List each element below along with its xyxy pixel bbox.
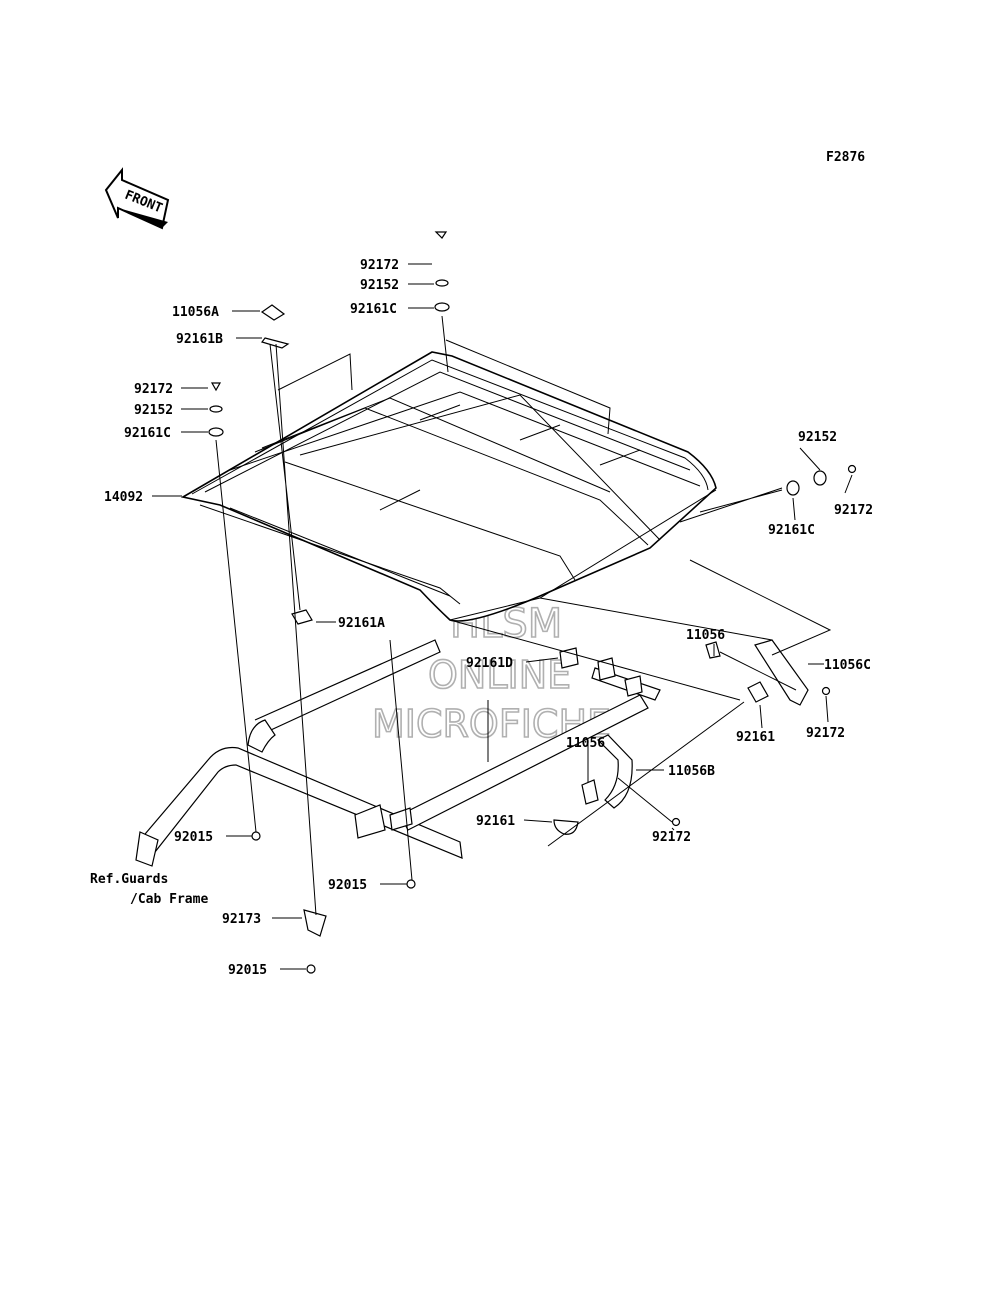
callout-label: 11056C	[824, 658, 871, 673]
bracket-icon	[596, 734, 633, 809]
callout-label: 92172	[806, 726, 845, 741]
roof-panel-drawing	[180, 351, 717, 622]
grommet-icon	[786, 480, 800, 496]
callout-label: 92015	[174, 830, 213, 845]
bolt-icon	[434, 231, 448, 239]
clamp-icon	[303, 909, 327, 937]
callout-label: 14092	[104, 490, 143, 505]
bracket-icon	[705, 641, 721, 659]
callout-label: 92161C	[124, 426, 171, 441]
callout-label: 92161C	[350, 302, 397, 317]
callout-label: 92152	[798, 430, 837, 445]
callout-label: 92015	[328, 878, 367, 893]
callout-label: 92152	[360, 278, 399, 293]
hardware-parts	[208, 231, 857, 974]
callout-label: 11056	[686, 628, 725, 643]
figure-code: F2876	[826, 150, 865, 165]
callout-label: 92161B	[176, 332, 223, 347]
pad-icon	[559, 647, 579, 669]
callout-label: 92172	[134, 382, 173, 397]
bolt-icon	[847, 464, 857, 474]
washer-icon	[435, 279, 449, 287]
callout-label: 92172	[652, 830, 691, 845]
callout-labels: 92172 92152 92161C 11056A 92161B 92172 9…	[104, 258, 873, 978]
ref-note-line-1: Ref.Guards	[90, 872, 168, 887]
callout-label: 92161A	[338, 616, 385, 631]
watermark-line-3: MICROFICHE	[372, 702, 611, 746]
ref-note-line-2: /Cab Frame	[130, 892, 208, 907]
callout-label: 11056A	[172, 305, 219, 320]
nut-icon	[306, 964, 316, 974]
callout-label: 11056B	[668, 764, 715, 779]
callout-label: 92161	[736, 730, 775, 745]
callout-label: 92152	[134, 403, 173, 418]
bracket-icon	[260, 304, 286, 321]
callout-label: 92173	[222, 912, 261, 927]
watermark: HLSM ONLINE MICROFICHE	[371, 600, 612, 747]
callout-label: 92161C	[768, 523, 815, 538]
front-arrow-icon: FRONT	[104, 167, 170, 230]
watermark-line-2: ONLINE	[428, 653, 571, 697]
pad-icon	[747, 681, 769, 703]
pad-icon	[261, 337, 290, 349]
washer-icon	[209, 405, 223, 413]
pad-icon	[581, 779, 599, 805]
grommet-icon	[208, 427, 224, 437]
callout-label: 92161	[476, 814, 515, 829]
callout-label: 92172	[834, 503, 873, 518]
bracket-icon	[754, 639, 809, 706]
leader-lines	[152, 263, 853, 970]
callout-label: 92161D	[466, 656, 513, 671]
bolt-icon	[671, 817, 681, 827]
nut-icon	[251, 831, 261, 841]
callout-label: 11056	[566, 736, 605, 751]
callout-label: 92015	[228, 963, 267, 978]
bolt-icon	[210, 382, 222, 392]
nut-icon	[406, 879, 416, 889]
cab-frame-drawing	[135, 639, 661, 867]
bolt-icon	[821, 686, 831, 696]
washer-icon	[813, 470, 827, 486]
callout-label: 92172	[360, 258, 399, 273]
grommet-icon	[434, 302, 450, 312]
pad-icon	[291, 609, 313, 625]
reference-note: Ref.Guards /Cab Frame	[90, 872, 208, 907]
